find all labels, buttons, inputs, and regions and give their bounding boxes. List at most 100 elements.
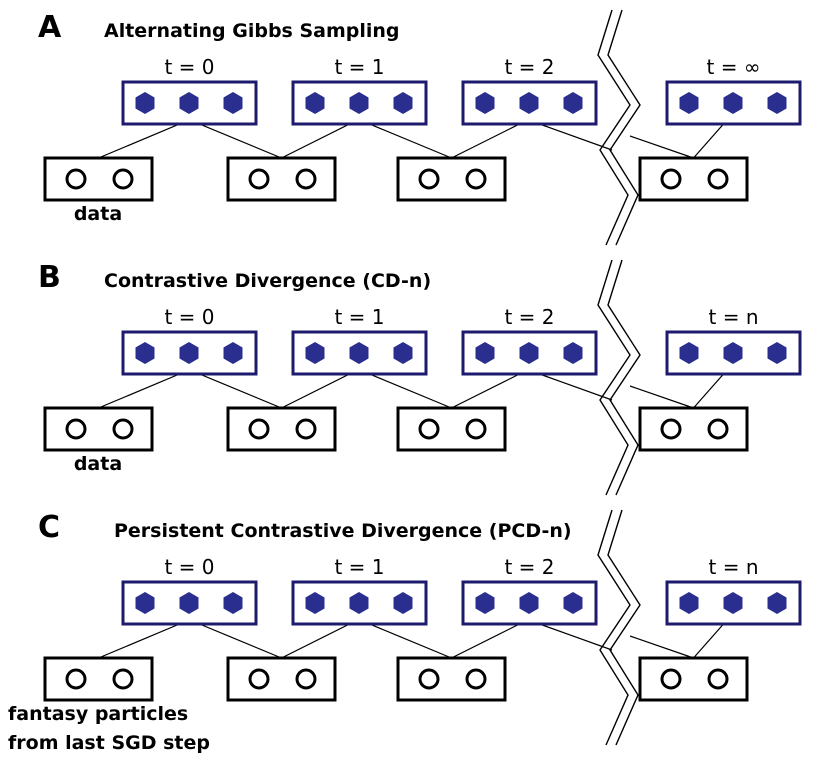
connection-line (451, 623, 520, 659)
time-label: t = 2 (504, 555, 554, 579)
time-label: t = 2 (504, 305, 554, 329)
visible-unit (248, 418, 270, 440)
connection-line (539, 373, 613, 401)
visible-unit (65, 418, 87, 440)
visible-unit (660, 418, 682, 440)
time-label: t = ∞ (707, 55, 761, 79)
hidden-unit (679, 592, 699, 614)
visible-unit (707, 668, 729, 690)
visible-layer (43, 156, 154, 202)
visible-layer (396, 156, 507, 202)
hidden-unit (679, 92, 699, 114)
hidden-unit (723, 92, 743, 114)
visible-unit (295, 418, 317, 440)
hidden-unit (223, 342, 243, 364)
panel-letter: B (38, 260, 61, 295)
panel-a: A Alternating Gibbs Sampling t = 0 t = 1 t =… (38, 9, 802, 246)
sequence-break-line (607, 9, 641, 246)
hidden-unit (305, 342, 325, 364)
sequence-break-line (607, 509, 641, 746)
sequence-break-line (607, 259, 641, 496)
visible-unit (418, 168, 440, 190)
connection-line (629, 135, 694, 159)
time-label: t = 1 (334, 305, 384, 329)
connection-line (539, 123, 613, 151)
hidden-unit (179, 342, 199, 364)
time-label: t = 0 (164, 55, 214, 79)
visible-unit (112, 668, 134, 690)
visible-layer (43, 656, 154, 702)
visible-layer (226, 656, 337, 702)
visible-unit (65, 668, 87, 690)
hidden-unit (679, 342, 699, 364)
hidden-unit (393, 592, 413, 614)
hidden-unit (475, 592, 495, 614)
visible-layer (226, 156, 337, 202)
visible-unit (660, 168, 682, 190)
connection-line (281, 623, 350, 659)
connection-line (199, 123, 282, 159)
layer-note: data (74, 203, 122, 225)
hidden-unit (179, 92, 199, 114)
hidden-unit (563, 592, 583, 614)
hidden-unit (305, 92, 325, 114)
panel-letter: C (38, 510, 60, 545)
layer-note: data (74, 453, 122, 475)
hidden-unit (723, 342, 743, 364)
layer-note: from last SGD step (8, 732, 210, 754)
time-label: t = n (709, 305, 759, 329)
hidden-unit (475, 92, 495, 114)
hidden-unit (519, 592, 539, 614)
connection-line (539, 623, 613, 651)
hidden-unit (349, 92, 369, 114)
visible-unit (295, 668, 317, 690)
hidden-unit (767, 342, 787, 364)
visible-layer (638, 406, 749, 452)
hidden-unit (135, 342, 155, 364)
connection-line (369, 623, 452, 659)
connection-line (281, 373, 350, 409)
sequence-break-line (597, 259, 631, 496)
connection-line (98, 123, 180, 159)
connection-line (199, 373, 282, 409)
visible-unit (660, 668, 682, 690)
hidden-unit (223, 92, 243, 114)
visible-unit (465, 668, 487, 690)
panel-letter: A (38, 10, 62, 45)
hidden-unit (349, 342, 369, 364)
sequence-break-line (597, 509, 631, 746)
connection-line (451, 123, 520, 159)
hidden-unit (519, 342, 539, 364)
time-label: t = n (709, 555, 759, 579)
hidden-unit (563, 342, 583, 364)
panel-title: Contrastive Divergence (CD-n) (104, 270, 431, 292)
hidden-unit (475, 342, 495, 364)
visible-unit (112, 418, 134, 440)
panel-title: Persistent Contrastive Divergence (PCD-n… (114, 520, 572, 542)
hidden-unit (723, 592, 743, 614)
visible-layer (396, 656, 507, 702)
visible-unit (418, 668, 440, 690)
visible-layer (638, 656, 749, 702)
hidden-unit (305, 592, 325, 614)
time-label: t = 0 (164, 555, 214, 579)
panel-title: Alternating Gibbs Sampling (104, 20, 400, 42)
visible-unit (465, 418, 487, 440)
hidden-unit (519, 92, 539, 114)
visible-unit (418, 418, 440, 440)
hidden-unit (767, 92, 787, 114)
visible-unit (248, 668, 270, 690)
time-label: t = 1 (334, 555, 384, 579)
hidden-unit (393, 92, 413, 114)
visible-layer (226, 406, 337, 452)
panel-c: C Persistent Contrastive Divergence (PCD-… (8, 509, 802, 754)
connection-line (98, 623, 180, 659)
sequence-break-line (597, 9, 631, 246)
connection-line (693, 623, 724, 659)
connection-line (451, 373, 520, 409)
hidden-unit (223, 592, 243, 614)
time-label: t = 1 (334, 55, 384, 79)
visible-unit (65, 168, 87, 190)
connection-line (98, 373, 180, 409)
